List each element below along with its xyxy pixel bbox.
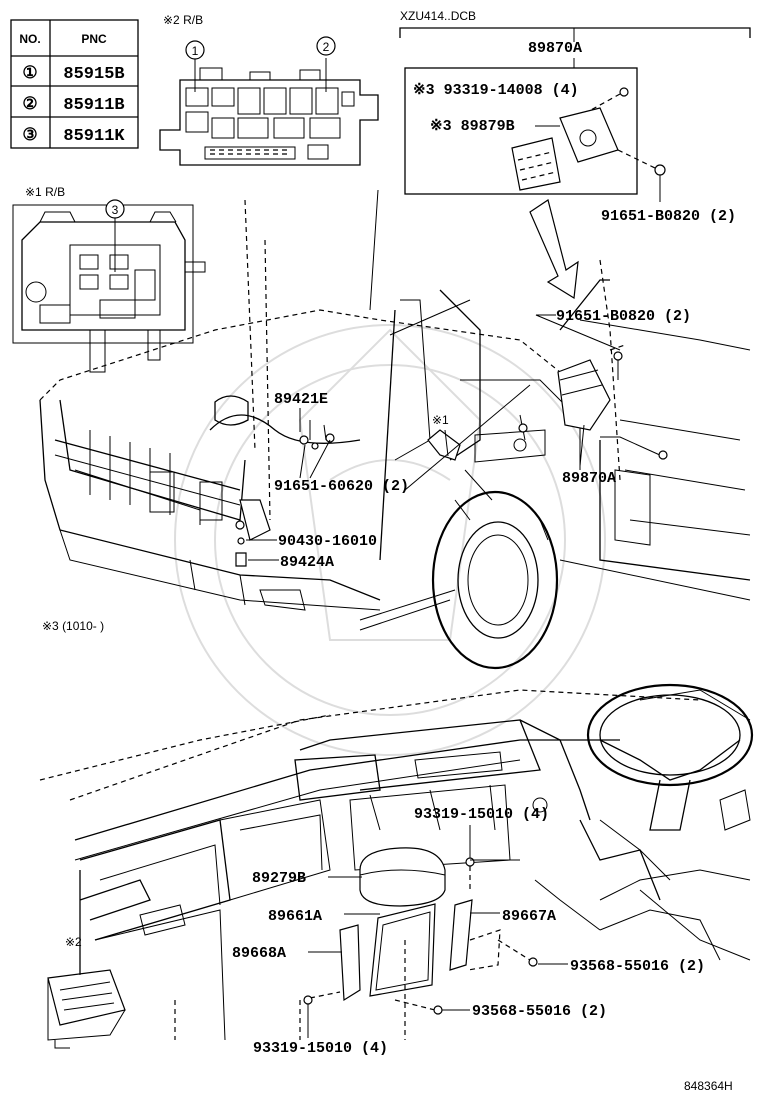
part-89661A: 89661A: [268, 908, 322, 925]
part-91651-B0820-a: 91651-B0820 (2): [601, 208, 736, 225]
table-row-1-no: ①: [22, 65, 37, 84]
direction-arrow: [529, 199, 579, 300]
part-89421E: 89421E: [274, 391, 328, 408]
xzu-title: XZU414..DCB: [400, 9, 476, 23]
part-89424A: 89424A: [280, 554, 334, 571]
dashboard-drawing: [39, 683, 754, 1049]
part-93568-55016-a: 93568-55016 (2): [570, 958, 705, 975]
part-89870A-top: 89870A: [528, 40, 582, 57]
table-row-1-pnc: 85915B: [63, 65, 124, 84]
watermark-emblem: [174, 324, 606, 756]
part-89870A: 89870A: [562, 470, 616, 487]
part-91651-60620: 91651-60620 (2): [274, 478, 409, 495]
part-89668A: 89668A: [232, 945, 286, 962]
table-header-no: NO.: [19, 32, 40, 46]
part-91651-B0820-b: 91651-B0820 (2): [556, 308, 691, 325]
callout-2: 2: [323, 40, 330, 54]
table-header-pnc: PNC: [81, 32, 107, 46]
part-93319-15010-a: 93319-15010 (4): [414, 806, 549, 823]
part-90430-16010: 90430-16010: [278, 533, 377, 550]
callout-1: 1: [192, 44, 199, 58]
table-row-3-no: ③: [22, 127, 37, 146]
rb1-title: ※1 R/B: [25, 185, 65, 199]
part-93568-55016-b: 93568-55016 (2): [472, 1003, 607, 1020]
table-row-2-pnc: 85911B: [63, 96, 124, 115]
part-93319-15010-b: 93319-15010 (4): [253, 1040, 388, 1057]
relay-block-1-inset: ※1 R/B 3: [12, 185, 206, 373]
part-89279B: 89279B: [252, 870, 306, 887]
truck-front-drawing: [39, 189, 751, 670]
part-89879B: ※3 89879B: [430, 118, 515, 135]
part-93319-14008: ※3 93319-14008 (4): [413, 82, 579, 99]
table-row-2-no: ②: [22, 96, 37, 115]
rb2-title: ※2 R/B: [163, 13, 203, 27]
mark-2: ※2: [65, 935, 82, 949]
truck-labels: 91651-B0820 (2) 89421E ※1 91651-60620 (2…: [42, 299, 691, 633]
pnc-table: NO. PNC ① 85915B ② 85911B ③ 85911K: [10, 19, 139, 149]
dashboard-labels: 93319-15010 (4) 89279B 89661A 89667A 896…: [65, 806, 733, 1093]
callout-3: 3: [112, 203, 119, 217]
mark-1: ※1: [432, 413, 449, 427]
xzu-dcb-inset: XZU414..DCB 89870A ※3 93319-14008 (4) ※3…: [399, 9, 751, 225]
part-89667A: 89667A: [502, 908, 556, 925]
relay-block-2-inset: ※2 R/B 1 2: [159, 13, 379, 166]
table-row-3-pnc: 85911K: [63, 127, 125, 146]
note-3: ※3 (1010- ): [42, 619, 104, 633]
diagram-code: 848364H: [684, 1079, 733, 1093]
